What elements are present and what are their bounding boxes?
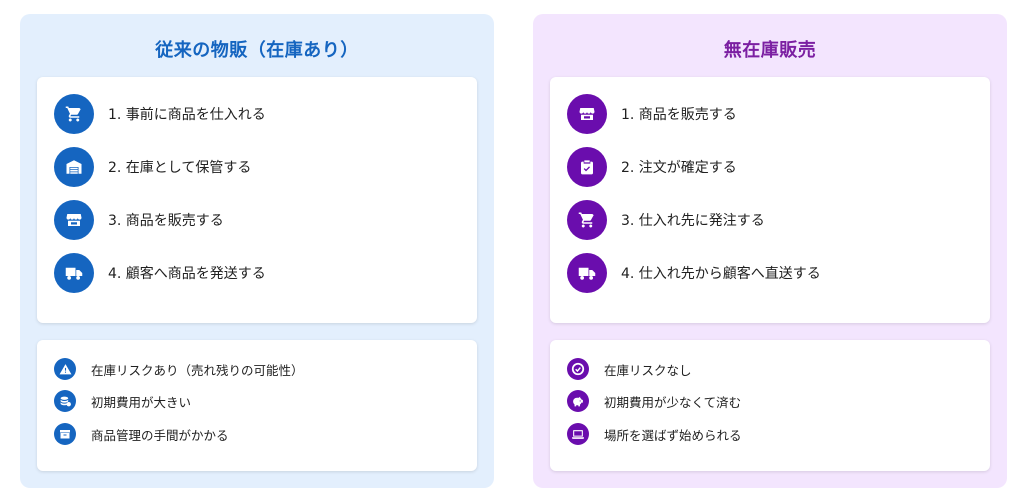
step-item: 4. 仕入れ先から顧客へ直送する xyxy=(567,253,821,293)
box-icon xyxy=(54,423,76,445)
truck-icon xyxy=(567,253,607,293)
note-label: 在庫リスクなし xyxy=(604,362,692,378)
note-label: 初期費用が大きい xyxy=(91,394,192,410)
store-icon xyxy=(567,94,607,134)
note-item: 初期費用が少なくて済む xyxy=(567,390,741,412)
step-item: 2. 在庫として保管する xyxy=(54,147,251,187)
piggy-bank-icon xyxy=(567,390,589,412)
laptop-icon xyxy=(567,423,589,445)
clipboard-check-icon xyxy=(567,147,607,187)
step-label: 4. 顧客へ商品を発送する xyxy=(108,266,266,282)
note-item: 場所を選ばず始められる xyxy=(567,423,742,445)
note-item: 初期費用が大きい xyxy=(54,390,191,412)
step-item: 3. 商品を販売する xyxy=(54,200,224,240)
panel-title: 無在庫販売 xyxy=(723,40,817,61)
step-item: 1. 事前に商品を仕入れる xyxy=(54,94,266,134)
cart-icon xyxy=(567,200,607,240)
warning-icon xyxy=(54,358,76,380)
panel-title: 従来の物販（在庫あり） xyxy=(155,40,359,61)
step-label: 1. 商品を販売する xyxy=(621,107,737,123)
steps-card: 1. 商品を販売する 2. 注文が確定する 3. 仕入れ先に発注する 4. 仕入… xyxy=(550,77,990,323)
step-label: 2. 注文が確定する xyxy=(621,160,737,176)
notes-card: 在庫リスクなし 初期費用が少なくて済む 場所を選ばず始められる xyxy=(550,340,990,471)
step-item: 2. 注文が確定する xyxy=(567,147,737,187)
cart-icon xyxy=(54,94,94,134)
store-icon xyxy=(54,200,94,240)
step-label: 3. 商品を販売する xyxy=(108,213,224,229)
step-label: 4. 仕入れ先から顧客へ直送する xyxy=(621,266,821,282)
notes-card: 在庫リスクあり（売れ残りの可能性） 初期費用が大きい 商品管理の手間がかかる xyxy=(37,340,477,471)
step-item: 3. 仕入れ先に発注する xyxy=(567,200,765,240)
warehouse-icon xyxy=(54,147,94,187)
dropshipping-panel: 無在庫販売 1. 商品を販売する 2. 注文が確定する 3. 仕入れ先に発注する xyxy=(533,14,1007,488)
step-label: 2. 在庫として保管する xyxy=(108,160,252,176)
note-label: 初期費用が少なくて済む xyxy=(604,394,742,410)
note-item: 在庫リスクあり（売れ残りの可能性） xyxy=(54,358,304,380)
step-item: 4. 顧客へ商品を発送する xyxy=(54,253,266,293)
steps-card: 1. 事前に商品を仕入れる 2. 在庫として保管する 3. 商品を販売する 4.… xyxy=(37,77,477,323)
coins-icon xyxy=(54,390,76,412)
shipping-truck-icon xyxy=(54,253,94,293)
check-circle-icon xyxy=(567,358,589,380)
step-label: 3. 仕入れ先に発注する xyxy=(621,213,765,229)
note-label: 場所を選ばず始められる xyxy=(604,427,742,443)
traditional-sales-panel: 従来の物販（在庫あり） 1. 事前に商品を仕入れる 2. 在庫として保管する 3… xyxy=(20,14,494,488)
note-item: 在庫リスクなし xyxy=(567,358,692,380)
step-item: 1. 商品を販売する xyxy=(567,94,737,134)
note-item: 商品管理の手間がかかる xyxy=(54,423,229,445)
step-label: 1. 事前に商品を仕入れる xyxy=(108,107,266,123)
note-label: 商品管理の手間がかかる xyxy=(91,427,229,443)
note-label: 在庫リスクあり（売れ残りの可能性） xyxy=(91,362,304,378)
